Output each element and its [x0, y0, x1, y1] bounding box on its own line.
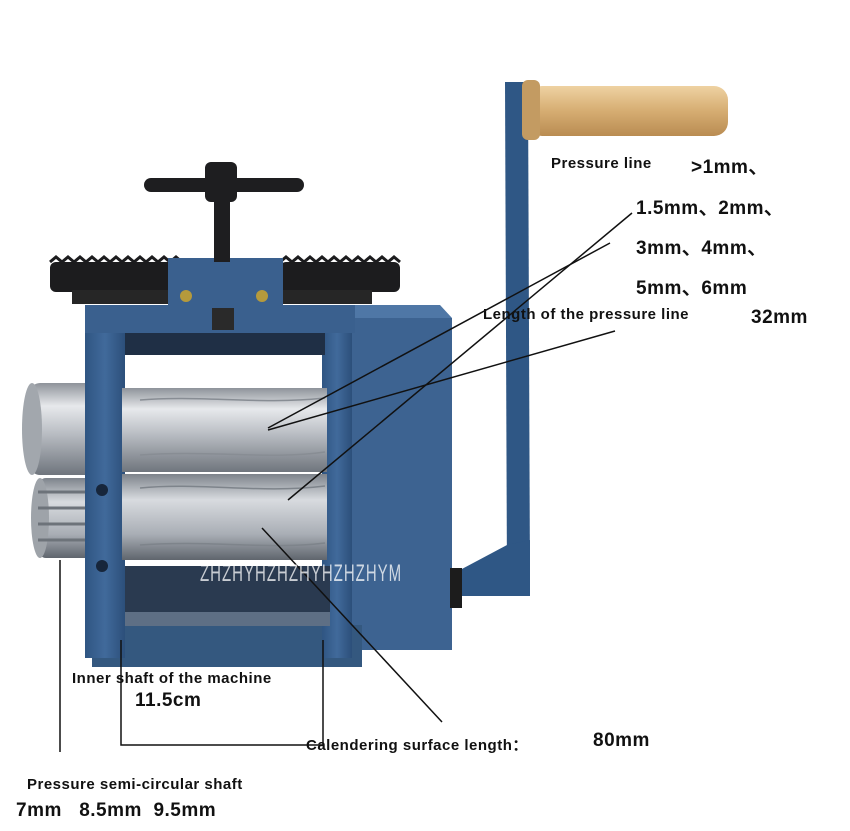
inner-shaft: [125, 566, 330, 616]
inner-shaft-label: Inner shaft of the machine: [72, 670, 272, 687]
wooden-handle: [522, 80, 728, 140]
crank-arm: [450, 82, 530, 608]
leader-lines: [59, 212, 633, 752]
upper-roller: [122, 388, 327, 472]
calender-value: 80mm: [593, 730, 650, 751]
semi-shaft-label: Pressure semi-circular shaft: [27, 776, 243, 793]
left-gear: [49, 255, 185, 292]
length-value: 32mm: [751, 307, 808, 328]
pressure-line-size-3: 3mm、4mm、: [636, 238, 767, 259]
semi-shaft-sizes: 7mm 8.5mm 9.5mm: [16, 800, 217, 821]
pressure-line-size-1: >1mm、: [691, 157, 768, 178]
length-label: Length of the pressure line: [483, 306, 690, 323]
frame-left-plate: [85, 318, 125, 658]
right-gear: [279, 255, 401, 292]
pressure-line-size-4: 5mm、6mm: [636, 278, 748, 299]
inner-shaft-value: 11.5cm: [135, 690, 202, 711]
watermark: ZHZHYHZHZHYHZHZHYM: [200, 560, 403, 588]
t-handle: [144, 162, 304, 262]
pressure-line-label: Pressure line: [551, 155, 652, 172]
pressure-line-size-2: 1.5mm、2mm、: [636, 198, 784, 219]
frame-base: [92, 625, 362, 667]
lower-roller: [122, 474, 327, 560]
calender-label: Calendering surface length：: [306, 737, 528, 754]
adjuster-block: [168, 258, 283, 330]
